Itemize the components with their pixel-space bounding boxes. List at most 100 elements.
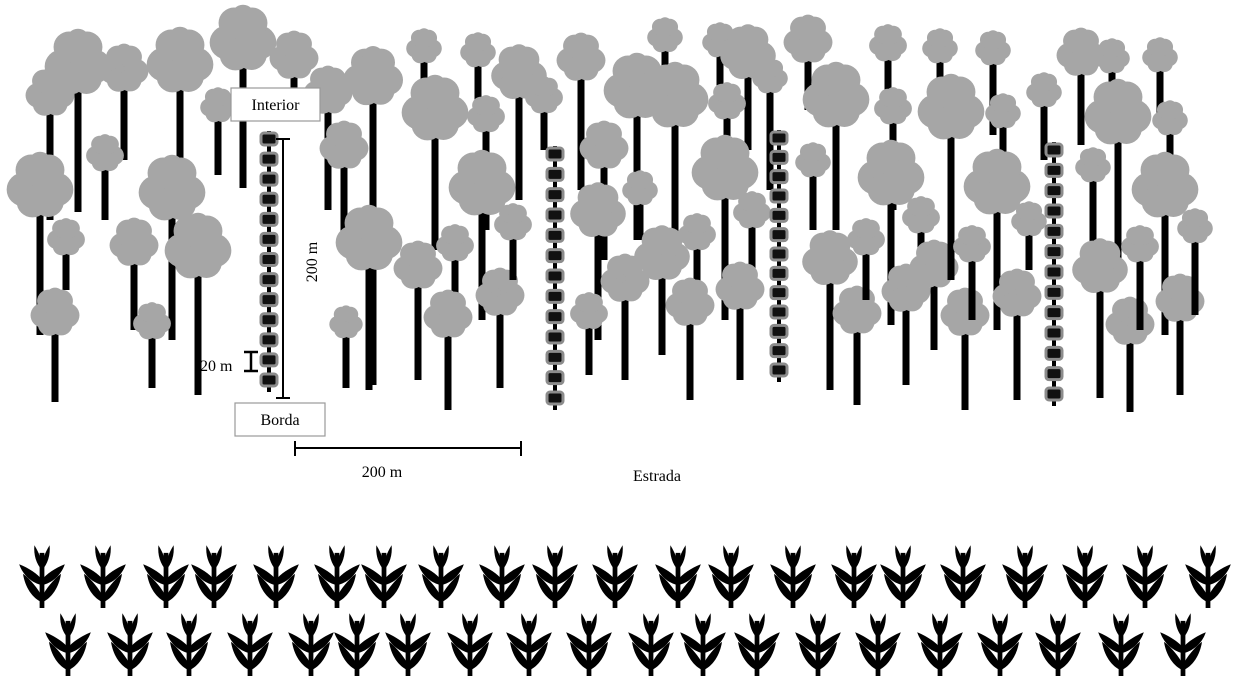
crop-plant-icon bbox=[45, 613, 91, 676]
crop-plant-icon bbox=[708, 545, 754, 608]
sampling-point-icon bbox=[261, 173, 277, 185]
sampling-point-icon bbox=[261, 334, 277, 346]
crop-plant-icon bbox=[532, 545, 578, 608]
sampling-point-icon bbox=[547, 189, 563, 201]
crop-plant-icon bbox=[917, 613, 963, 676]
sampling-point-icon bbox=[1046, 225, 1062, 237]
crop-plant-icon bbox=[628, 613, 674, 676]
sampling-point-icon bbox=[771, 364, 787, 376]
sampling-point-icon bbox=[261, 193, 277, 205]
sampling-point-icon bbox=[1046, 185, 1062, 197]
sampling-point-icon bbox=[771, 190, 787, 202]
tree-icon bbox=[601, 254, 650, 380]
sampling-point-icon bbox=[547, 311, 563, 323]
tree-icon bbox=[716, 262, 765, 380]
sampling-point-icon bbox=[547, 392, 563, 404]
crop-plant-icon bbox=[940, 545, 986, 608]
sampling-point-icon bbox=[771, 306, 787, 318]
sampling-point-icon bbox=[547, 250, 563, 262]
transect-2 bbox=[547, 146, 563, 410]
segment-spacing-scale: 20 m bbox=[200, 352, 258, 375]
tree-icon bbox=[1106, 297, 1155, 412]
crop-plant-icon bbox=[447, 613, 493, 676]
sampling-point-icon bbox=[261, 294, 277, 306]
sampling-point-icon bbox=[547, 148, 563, 160]
sampling-point-icon bbox=[261, 314, 277, 326]
tree-icon bbox=[525, 76, 563, 150]
crop-plant-icon bbox=[977, 613, 1023, 676]
crop-plant-icon bbox=[361, 545, 407, 608]
sampling-point-icon bbox=[1046, 266, 1062, 278]
crop-plant-icon bbox=[479, 545, 525, 608]
sampling-point-icon bbox=[1046, 327, 1062, 339]
tree-icon bbox=[424, 290, 473, 410]
sampling-point-icon bbox=[261, 254, 277, 266]
forest-area bbox=[7, 5, 1213, 412]
transect-length-scale: 200 m bbox=[276, 139, 321, 398]
crop-plant-icon bbox=[227, 613, 273, 676]
tree-icon bbox=[993, 269, 1042, 400]
sampling-point-icon bbox=[261, 153, 277, 165]
tree-icon bbox=[570, 292, 608, 375]
sampling-point-icon bbox=[547, 168, 563, 180]
sampling-point-icon bbox=[771, 132, 787, 144]
sampling-point-icon bbox=[1046, 286, 1062, 298]
tree-icon bbox=[941, 288, 990, 410]
crop-plant-icon bbox=[166, 613, 212, 676]
sampling-point-icon bbox=[771, 229, 787, 241]
sampling-point-icon bbox=[1046, 205, 1062, 217]
crop-plant-icon bbox=[143, 545, 189, 608]
crop-plant-icon bbox=[680, 613, 726, 676]
interior-label-box: Interior bbox=[231, 88, 320, 121]
tree-icon bbox=[436, 224, 474, 300]
sampling-point-icon bbox=[1046, 347, 1062, 359]
crop-plant-icon bbox=[734, 613, 780, 676]
sampling-point-icon bbox=[771, 267, 787, 279]
borda-label-box: Borda bbox=[235, 403, 325, 436]
crop-plant-icon bbox=[253, 545, 299, 608]
sampling-point-icon bbox=[547, 372, 563, 384]
transect-distance-scale: 200 m bbox=[295, 441, 521, 481]
crop-plant-icon bbox=[1035, 613, 1081, 676]
crop-plant-icon bbox=[831, 545, 877, 608]
tree-icon bbox=[47, 218, 85, 290]
transect-distance-label: 200 m bbox=[362, 464, 403, 481]
sampling-point-icon bbox=[547, 229, 563, 241]
tree-icon bbox=[476, 268, 525, 388]
transect-length-label: 200 m bbox=[304, 241, 321, 282]
sampling-point-icon bbox=[261, 233, 277, 245]
sampling-point-icon bbox=[1046, 307, 1062, 319]
crop-plant-icon bbox=[418, 545, 464, 608]
interior-label: Interior bbox=[252, 97, 301, 114]
sampling-point-icon bbox=[547, 270, 563, 282]
crop-plant-icon bbox=[385, 613, 431, 676]
sampling-point-icon bbox=[771, 345, 787, 357]
sampling-point-icon bbox=[547, 351, 563, 363]
tree-icon bbox=[147, 27, 214, 172]
crop-plant-icon bbox=[191, 545, 237, 608]
crop-plant-icon bbox=[80, 545, 126, 608]
crop-plant-icon bbox=[19, 545, 65, 608]
tree-icon bbox=[666, 278, 715, 400]
sampling-point-icon bbox=[771, 248, 787, 260]
sampling-point-icon bbox=[547, 331, 563, 343]
crop-plant-icon bbox=[655, 545, 701, 608]
crop-plant-icon bbox=[855, 613, 901, 676]
crop-plant-icon bbox=[1098, 613, 1144, 676]
sampling-point-icon bbox=[771, 325, 787, 337]
sampling-point-icon bbox=[771, 209, 787, 221]
crop-field bbox=[19, 545, 1231, 676]
sampling-point-icon bbox=[261, 374, 277, 386]
sampling-point-icon bbox=[1046, 144, 1062, 156]
crop-plant-icon bbox=[506, 613, 552, 676]
tree-icon bbox=[1011, 201, 1047, 270]
tree-icon bbox=[402, 75, 469, 250]
tree-icon bbox=[133, 302, 171, 388]
sampling-point-icon bbox=[261, 133, 277, 145]
sampling-point-icon bbox=[771, 151, 787, 163]
sampling-point-icon bbox=[547, 209, 563, 221]
road-label: Estrada bbox=[633, 468, 681, 485]
crop-plant-icon bbox=[566, 613, 612, 676]
crop-plant-icon bbox=[795, 613, 841, 676]
